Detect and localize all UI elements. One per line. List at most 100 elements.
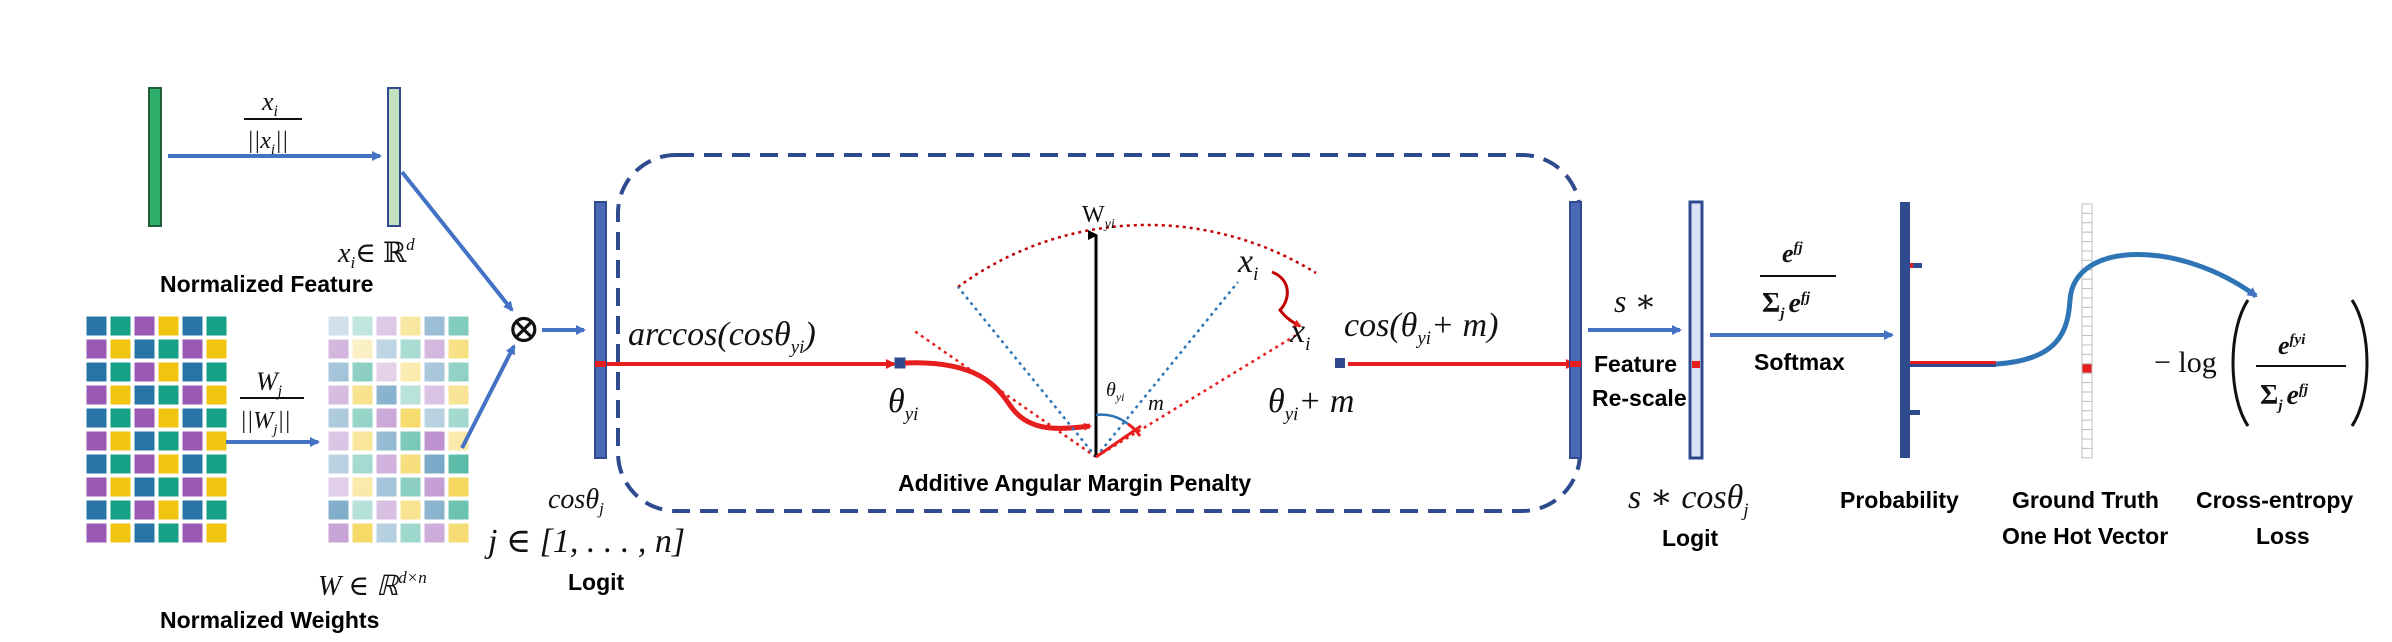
softmax-numerator: efj bbox=[1782, 239, 1804, 268]
weight-cell bbox=[109, 315, 132, 337]
one-hot-cell bbox=[2081, 316, 2093, 327]
one-hot-cell bbox=[2081, 353, 2093, 365]
one-hot-cell bbox=[2081, 203, 2093, 214]
weight-cell bbox=[157, 476, 180, 498]
theta-small-label: θyi bbox=[1106, 379, 1125, 404]
weight-cell bbox=[85, 338, 108, 360]
probability-tick-top bbox=[1910, 263, 1922, 268]
one-hot-cell bbox=[2081, 447, 2093, 459]
one-hot-cell bbox=[2081, 372, 2093, 384]
weight-cell bbox=[205, 315, 228, 337]
weight-normalize-overlay bbox=[328, 316, 472, 546]
weight-norm-numerator: Wj bbox=[256, 367, 283, 400]
weight-cell bbox=[109, 361, 132, 383]
weight-cell bbox=[205, 476, 228, 498]
weight-cell bbox=[181, 499, 204, 521]
theta-plus-m-node bbox=[1335, 358, 1345, 368]
weight-cell bbox=[181, 407, 204, 429]
weight-cell bbox=[157, 499, 180, 521]
weight-cell bbox=[205, 499, 228, 521]
weight-cell bbox=[133, 499, 156, 521]
weight-cell bbox=[157, 338, 180, 360]
cross-entropy-label-1: Cross-entropy bbox=[2196, 487, 2353, 513]
cos-theta-m-label: cos(θyi+ m) bbox=[1344, 307, 1498, 349]
weight-cell bbox=[157, 407, 180, 429]
normalized-feature-bar bbox=[387, 87, 401, 227]
one-hot-cell bbox=[2081, 250, 2093, 261]
weight-cell bbox=[85, 522, 108, 544]
weight-cell bbox=[133, 361, 156, 383]
weight-cell bbox=[181, 384, 204, 406]
one-hot-cell bbox=[2081, 241, 2093, 252]
logit-bar bbox=[594, 201, 607, 459]
weight-cell bbox=[181, 315, 204, 337]
weight-cell bbox=[181, 430, 204, 452]
weight-cell bbox=[157, 315, 180, 337]
weight-space-label: W ∈ ℝd×n bbox=[318, 568, 427, 602]
weight-cell bbox=[205, 453, 228, 475]
feature-to-product-arrow bbox=[400, 170, 514, 312]
one-hot-cell bbox=[2081, 231, 2093, 243]
weight-cell bbox=[133, 384, 156, 406]
normalized-weight-matrix-grid bbox=[327, 315, 472, 546]
margin-penalty-dashed-box bbox=[616, 153, 1582, 513]
fan-left-edge bbox=[912, 328, 1097, 459]
weight-cell bbox=[157, 522, 180, 544]
weight-cell bbox=[133, 338, 156, 360]
theta-to-fan-curve bbox=[904, 360, 1092, 431]
one-hot-cell bbox=[2081, 419, 2093, 431]
probability-tick-top-red bbox=[1910, 263, 1913, 268]
fan-arc bbox=[957, 223, 1317, 289]
normalized-feature-label: Normalized Feature bbox=[160, 271, 373, 297]
weight-cell bbox=[181, 476, 204, 498]
loss-log-prefix: − log bbox=[2154, 346, 2217, 379]
weight-cell bbox=[133, 407, 156, 429]
weight-cell bbox=[205, 338, 228, 360]
one-hot-cell bbox=[2081, 222, 2093, 233]
fan-right-blue-ray bbox=[1095, 281, 1239, 458]
feature-norm-numerator: xi bbox=[261, 87, 278, 120]
weight-cell bbox=[109, 522, 132, 544]
weight-cell bbox=[205, 522, 228, 544]
arccos-label: arccos(cosθyi) bbox=[628, 316, 816, 358]
loss-left-paren bbox=[2231, 299, 2250, 427]
weight-cell bbox=[85, 407, 108, 429]
tensor-product-symbol: ⊗ bbox=[507, 306, 541, 351]
one-hot-target-cell bbox=[2081, 363, 2093, 374]
ground-truth-label-2: One Hot Vector bbox=[2002, 523, 2168, 549]
weight-cell bbox=[85, 499, 108, 521]
one-hot-cell bbox=[2081, 306, 2093, 318]
weight-cell bbox=[109, 384, 132, 406]
one-hot-cell bbox=[2081, 325, 2093, 337]
one-hot-cell bbox=[2081, 410, 2093, 421]
one-hot-cell bbox=[2081, 344, 2093, 355]
loss-right-paren bbox=[2350, 299, 2369, 427]
scaled-logit-target-marker bbox=[1692, 361, 1700, 368]
feature-vector-bar bbox=[148, 87, 162, 227]
one-hot-cell bbox=[2081, 297, 2093, 308]
weight-cell bbox=[85, 361, 108, 383]
one-hot-cell bbox=[2081, 438, 2093, 449]
one-hot-cell bbox=[2081, 429, 2093, 440]
normalized-weights-label: Normalized Weights bbox=[160, 607, 379, 633]
feature-rescale-label-2: Re-scale bbox=[1592, 385, 1687, 411]
one-hot-cell bbox=[2081, 400, 2093, 412]
probability-label: Probability bbox=[1840, 487, 1959, 513]
weight-cell bbox=[109, 407, 132, 429]
x-i-mid-label: xi bbox=[1289, 313, 1310, 355]
weight-cell bbox=[133, 315, 156, 337]
weight-cell bbox=[205, 430, 228, 452]
logit-label-1: Logit bbox=[568, 569, 625, 595]
cos-theta-j-label: cosθj bbox=[548, 484, 604, 518]
weight-norm-denominator: ||Wj|| bbox=[240, 408, 291, 438]
margin-penalty-label: Additive Angular Margin Penalty bbox=[898, 470, 1251, 496]
s-cos-theta-label: s ∗ cosθj bbox=[1628, 479, 1749, 521]
cross-entropy-label-2: Loss bbox=[2256, 523, 2310, 549]
weight-cell bbox=[181, 522, 204, 544]
probability-to-loss-curve bbox=[1995, 252, 2258, 367]
w-yi-label: Wyi bbox=[1082, 202, 1115, 232]
weight-cell bbox=[85, 476, 108, 498]
